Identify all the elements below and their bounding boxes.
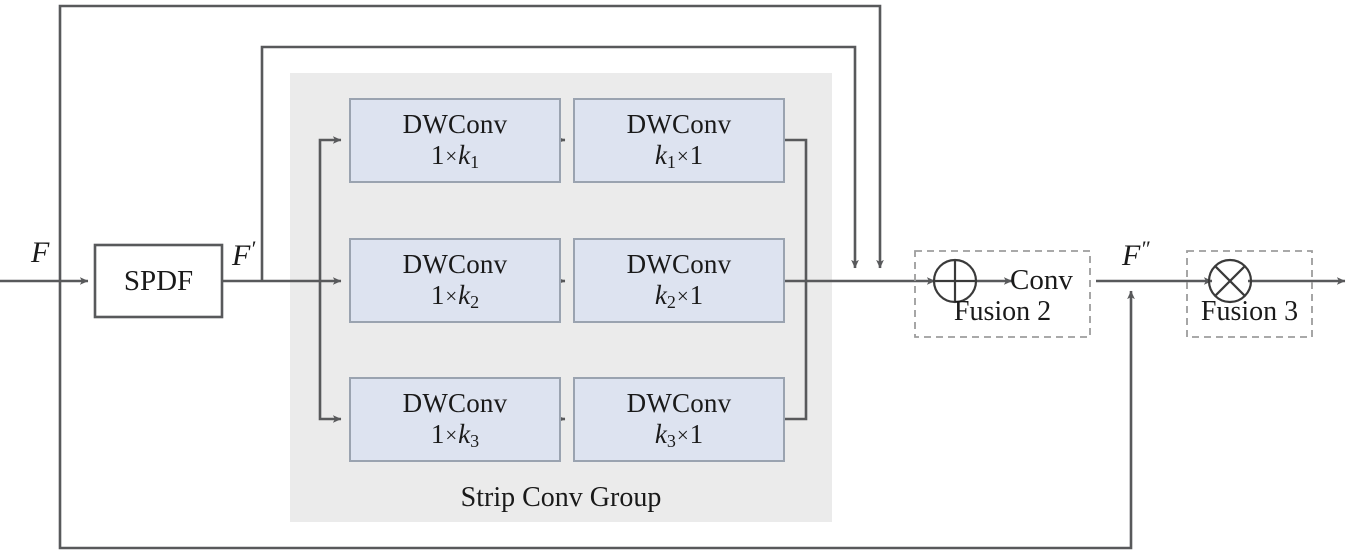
fusion2-panel[interactable] bbox=[914, 250, 1091, 338]
fusion3-panel[interactable] bbox=[1186, 250, 1313, 338]
dwconv-label-r1-left: DWConv 1×k1 bbox=[402, 109, 508, 172]
fusion2-label: Fusion 2 bbox=[953, 296, 1052, 327]
spdf-block[interactable] bbox=[93, 243, 224, 319]
row-fanout-connectors bbox=[318, 136, 342, 423]
output-label-fdoubleprime: F″ bbox=[1122, 236, 1150, 272]
dwconv-block-r3-right[interactable] bbox=[573, 377, 785, 462]
dwconv-block-r1-right[interactable] bbox=[573, 98, 785, 183]
circled-times-icon bbox=[1207, 258, 1253, 304]
fprime-label: F′ bbox=[232, 236, 255, 272]
dwconv-block-r3-left[interactable] bbox=[349, 377, 561, 462]
skip-connection-f-to-fusion3 bbox=[58, 281, 1135, 550]
dwconv-block-r2-left[interactable] bbox=[349, 238, 561, 323]
circled-plus-icon bbox=[932, 258, 978, 304]
dwconv-label-r2-right: DWConv k2×1 bbox=[626, 249, 732, 312]
fusion3-label: Fusion 3 bbox=[1200, 296, 1299, 327]
row-fanin-connectors bbox=[784, 138, 808, 421]
dwconv-label-r2-left: DWConv 1×k2 bbox=[402, 249, 508, 312]
dwconv-label-r3-left: DWConv 1×k3 bbox=[402, 388, 508, 451]
strip-conv-group-label: Strip Conv Group bbox=[460, 482, 662, 513]
skip-connection-fprime-to-fusion2 bbox=[260, 45, 859, 281]
dwconv-label-r3-right: DWConv k3×1 bbox=[626, 388, 732, 451]
spdf-label: SPDF bbox=[123, 264, 194, 297]
dwconv-label-r1-right: DWConv k1×1 bbox=[626, 109, 732, 172]
skip-connection-f-to-fusion2 bbox=[58, 4, 884, 281]
dwconv-block-r2-right[interactable] bbox=[573, 238, 785, 323]
input-label-f: F bbox=[31, 236, 50, 269]
conv-label: Conv bbox=[1010, 264, 1073, 296]
dwconv-block-r1-left[interactable] bbox=[349, 98, 561, 183]
